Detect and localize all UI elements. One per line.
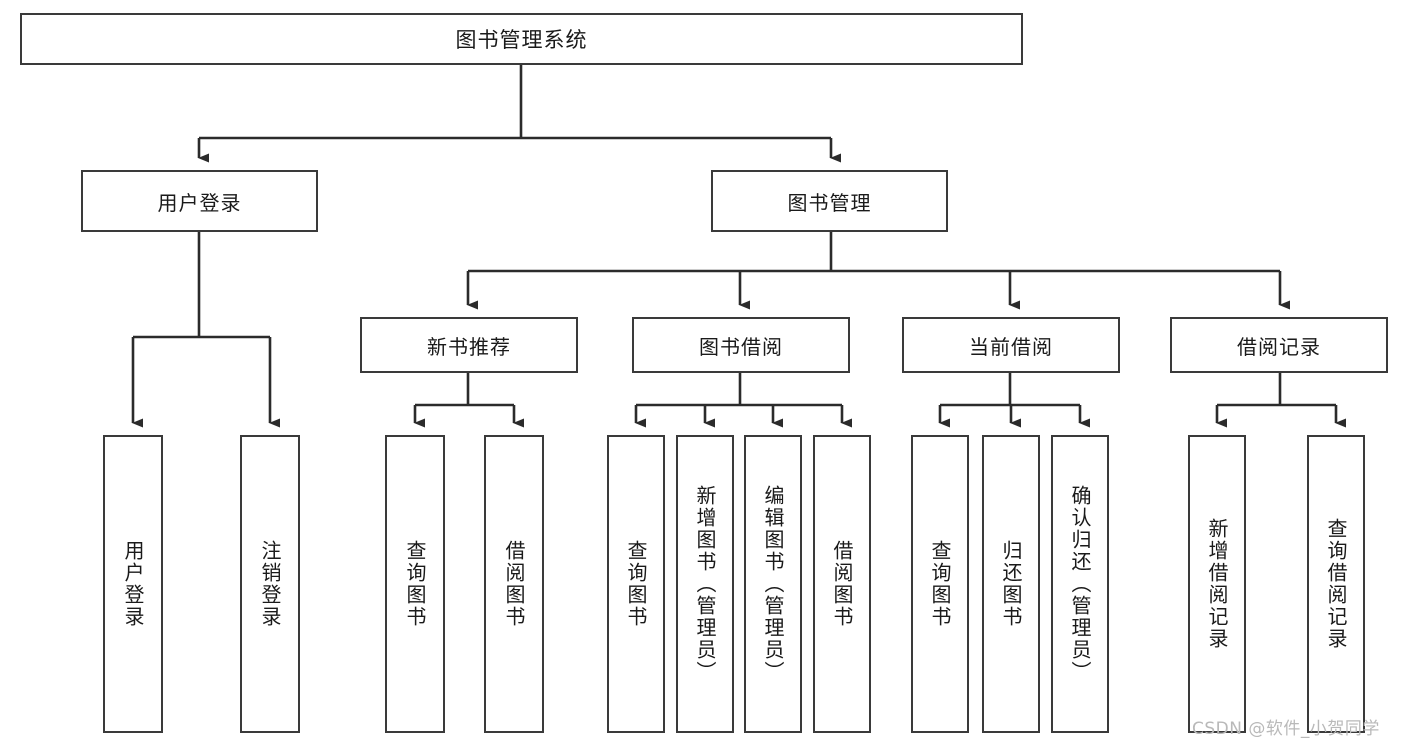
node-book-borrow[interactable]: 图书借阅 — [632, 317, 850, 373]
node-new-book-recommend[interactable]: 新书推荐 — [360, 317, 578, 373]
node-root-label: 图书管理系统 — [455, 28, 588, 52]
leaf-query-book-newbook-label: 查询图书 — [403, 540, 427, 628]
leaf-lend-book[interactable]: 借阅图书 — [813, 435, 871, 733]
leaf-add-borrow-record-label: 新增借阅记录 — [1205, 518, 1229, 650]
node-user-login[interactable]: 用户登录 — [81, 170, 318, 232]
leaf-lend-book-label: 借阅图书 — [830, 540, 854, 628]
leaf-return-book[interactable]: 归还图书 — [982, 435, 1040, 733]
node-current-borrow-label: 当前借阅 — [969, 334, 1053, 359]
leaf-add-book-admin[interactable]: 新增图书（管理员） — [676, 435, 734, 733]
node-book-borrow-label: 图书借阅 — [699, 334, 783, 359]
leaf-query-book-newbook[interactable]: 查询图书 — [385, 435, 445, 733]
leaf-query-book-borrow[interactable]: 查询图书 — [607, 435, 665, 733]
leaf-edit-book-admin[interactable]: 编辑图书（管理员） — [744, 435, 802, 733]
node-root[interactable]: 图书管理系统 — [20, 13, 1023, 65]
leaf-borrow-book-newbook[interactable]: 借阅图书 — [484, 435, 544, 733]
leaf-query-book-current-label: 查询图书 — [928, 540, 952, 628]
leaf-logout-label: 注销登录 — [258, 540, 282, 628]
node-book-management[interactable]: 图书管理 — [711, 170, 948, 232]
leaf-add-borrow-record[interactable]: 新增借阅记录 — [1188, 435, 1246, 733]
leaf-query-borrow-record-label: 查询借阅记录 — [1324, 518, 1348, 650]
leaf-query-book-borrow-label: 查询图书 — [624, 540, 648, 628]
leaf-borrow-book-newbook-label: 借阅图书 — [502, 540, 526, 628]
node-current-borrow[interactable]: 当前借阅 — [902, 317, 1120, 373]
leaf-add-book-admin-label: 新增图书（管理员） — [693, 485, 717, 683]
node-borrow-record-label: 借阅记录 — [1237, 334, 1321, 359]
leaf-return-book-label: 归还图书 — [999, 540, 1023, 628]
node-new-book-recommend-label: 新书推荐 — [427, 334, 511, 359]
leaf-edit-book-admin-label: 编辑图书（管理员） — [761, 485, 785, 683]
leaf-user-login-label: 用户登录 — [121, 540, 145, 628]
watermark: CSDN @软件_小贺同学 — [1192, 719, 1380, 739]
leaf-query-book-current[interactable]: 查询图书 — [911, 435, 969, 733]
leaf-confirm-return-admin-label: 确认归还（管理员） — [1068, 485, 1092, 683]
node-user-login-label: 用户登录 — [157, 190, 242, 215]
leaf-query-borrow-record[interactable]: 查询借阅记录 — [1307, 435, 1365, 733]
node-book-management-label: 图书管理 — [787, 190, 872, 215]
leaf-user-login[interactable]: 用户登录 — [103, 435, 163, 733]
leaf-confirm-return-admin[interactable]: 确认归还（管理员） — [1051, 435, 1109, 733]
leaf-logout[interactable]: 注销登录 — [240, 435, 300, 733]
node-borrow-record[interactable]: 借阅记录 — [1170, 317, 1388, 373]
